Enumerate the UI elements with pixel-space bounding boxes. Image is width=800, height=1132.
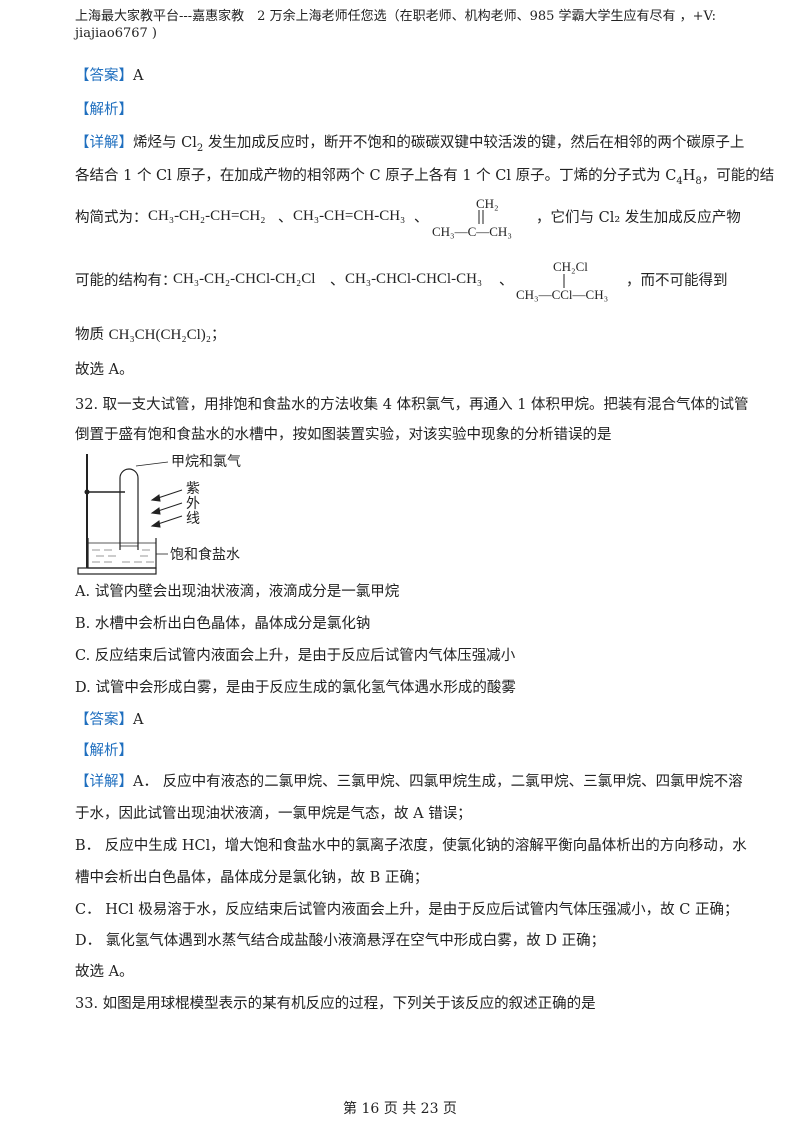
q32-answer: 【答案】A	[75, 710, 143, 730]
q32-analysis-tag: 【解析】	[75, 743, 133, 759]
q32-detail-line-1: 【详解】A． 反应中有液态的二氯甲烷、三氯甲烷、四氯甲烷生成，二氯甲烷、三氯甲烷…	[75, 772, 743, 792]
q31-analysis-tag: 【解析】	[75, 102, 133, 118]
q31-line4-suffix: ，而不可能得到	[626, 273, 728, 289]
q31-text: 烯烃与 Cl	[133, 135, 197, 151]
q31-line5: 物质 CH₃CH(CH₂Cl)₂；	[75, 325, 225, 345]
formula-1-butene: CH₃-CH₂-CH=CH₂	[148, 208, 266, 224]
struct-product-3-top: CH₂Cl	[553, 259, 588, 274]
single-bond-icon	[563, 274, 565, 288]
answer-tag: 【答案】	[75, 712, 133, 728]
q31-conclusion: 故选 A。	[75, 362, 134, 378]
experiment-figure: 甲烷和氯气 紫 外 线 饱和食盐水	[70, 450, 270, 576]
q32-detail-line-3: B． 反应中生成 HCl，增大饱和食盐水中的氯离子浓度，使氯化钠的溶解平衡向晶体…	[75, 838, 747, 854]
page-number: 第 16 页 共 23 页	[343, 1101, 457, 1117]
struct-isobutene-bottom: CH₃—C—CH₃	[432, 224, 512, 239]
struct-isobutene-top: CH₂	[476, 196, 499, 211]
double-bond-icon	[478, 210, 484, 224]
header-line-2: jiajiao6767 )	[75, 26, 157, 41]
q31-text: 物质	[75, 327, 104, 343]
formula-product-2: CH₃-CHCl-CHCl-CH₃	[345, 271, 483, 287]
option-d: D. 试管中会形成白雾，是由于反应生成的氯化氢气体遇水形成的酸雾	[75, 680, 516, 696]
q31-detail-line-2: 各结合 1 个 Cl 原子，在加成产物的相邻两个 C 原子上各有 1 个 Cl …	[75, 168, 775, 187]
label-brine: 饱和食盐水	[170, 547, 240, 563]
q32-text: A． 反应中有液态的二氯甲烷、三氯甲烷、四氯甲烷生成，二氯甲烷、三氯甲烷、四氯甲…	[133, 774, 743, 790]
separator: 、	[414, 210, 429, 226]
q31-text: ；	[210, 327, 226, 343]
formula-product-1: CH₃-CH₂-CHCl-CH₂Cl	[173, 271, 316, 287]
detail-tag: 【详解】	[75, 135, 133, 151]
answer-tag: 【答案】	[75, 68, 133, 84]
q31-detail-line-1: 【详解】烯烃与 Cl2 发生加成反应时，断开不饱和的碳碳双键中较活泼的键，然后在…	[75, 135, 745, 154]
q31-text: ，可能的结	[701, 168, 775, 184]
formula-impossible: CH₃CH(CH₂Cl)₂	[108, 327, 211, 343]
detail-tag: 【详解】	[75, 774, 133, 790]
header-line-1: 上海最大家教平台---嘉惠家教 2 万余上海老师任您选（在职老师、机构老师、98…	[75, 9, 717, 24]
answer-value: A	[133, 68, 144, 84]
q31-line4-prefix: 可能的结构有：	[75, 273, 177, 289]
apparatus-diagram	[77, 454, 183, 575]
q32-conclusion: 故选 A。	[75, 964, 134, 980]
separator: 、	[499, 273, 514, 289]
page-header: 上海最大家教平台---嘉惠家教 2 万余上海老师任您选（在职老师、机构老师、98…	[75, 8, 716, 42]
q31-line3-prefix: 构简式为：	[75, 210, 148, 226]
formula-2-butene: CH₃-CH=CH-CH₃	[293, 208, 406, 224]
label-uv-char: 紫	[186, 481, 200, 497]
q32-detail-line-4: 槽中会析出白色晶体，晶体成分是氯化钠，故 B 正确；	[75, 870, 429, 886]
label-uv-char: 线	[186, 511, 200, 527]
q32-detail-line-2: 于水，因此试管出现油状液滴，一氯甲烷是气态，故 A 错误；	[75, 806, 472, 822]
label-uv-char: 外	[186, 496, 200, 512]
q32-stem-line-2: 倒置于盛有饱和食盐水的水槽中，按如图装置实验，对该实验中现象的分析错误的是	[75, 427, 612, 443]
option-b: B. 水槽中会析出白色晶体，晶体成分是氯化钠	[75, 616, 371, 632]
q31-answer: 【答案】A	[75, 66, 143, 86]
separator: 、	[278, 210, 293, 226]
q31-text: 各结合 1 个 Cl 原子，在加成产物的相邻两个 C 原子上各有 1 个 Cl …	[75, 168, 677, 184]
q32-detail-line-5: C． HCl 极易溶于水，反应结束后试管内液面会上升，是由于反应后试管内气体压强…	[75, 902, 739, 918]
label-gas: 甲烷和氯气	[171, 454, 241, 470]
q32-detail-line-6: D． 氯化氢气体遇到水蒸气结合成盐酸小液滴悬浮在空气中形成白雾，故 D 正确；	[75, 933, 606, 949]
q32-stem-line-1: 32. 取一支大试管，用排饱和食盐水的方法收集 4 体积氯气，再通入 1 体积甲…	[75, 397, 749, 413]
option-a: A. 试管内壁会出现油状液滴，液滴成分是一氯甲烷	[75, 584, 400, 600]
struct-product-3-bottom: CH₃—CCl—CH₃	[516, 287, 609, 302]
label-uv: 紫 外 线	[186, 482, 200, 527]
q33-stem: 33. 如图是用球棍模型表示的某有机反应的过程，下列关于该反应的叙述正确的是	[75, 996, 596, 1012]
q31-line3-suffix: ，它们与 Cl₂ 发生加成反应产物	[536, 210, 741, 226]
separator: 、	[330, 273, 345, 289]
answer-value: A	[133, 712, 144, 728]
option-c: C. 反应结束后试管内液面会上升，是由于反应后试管内气体压强减小	[75, 648, 516, 664]
q31-text: H	[682, 168, 696, 184]
q31-text: 发生加成反应时，断开不饱和的碳碳双键中较活泼的键，然后在相邻的两个碳原子上	[203, 135, 745, 151]
